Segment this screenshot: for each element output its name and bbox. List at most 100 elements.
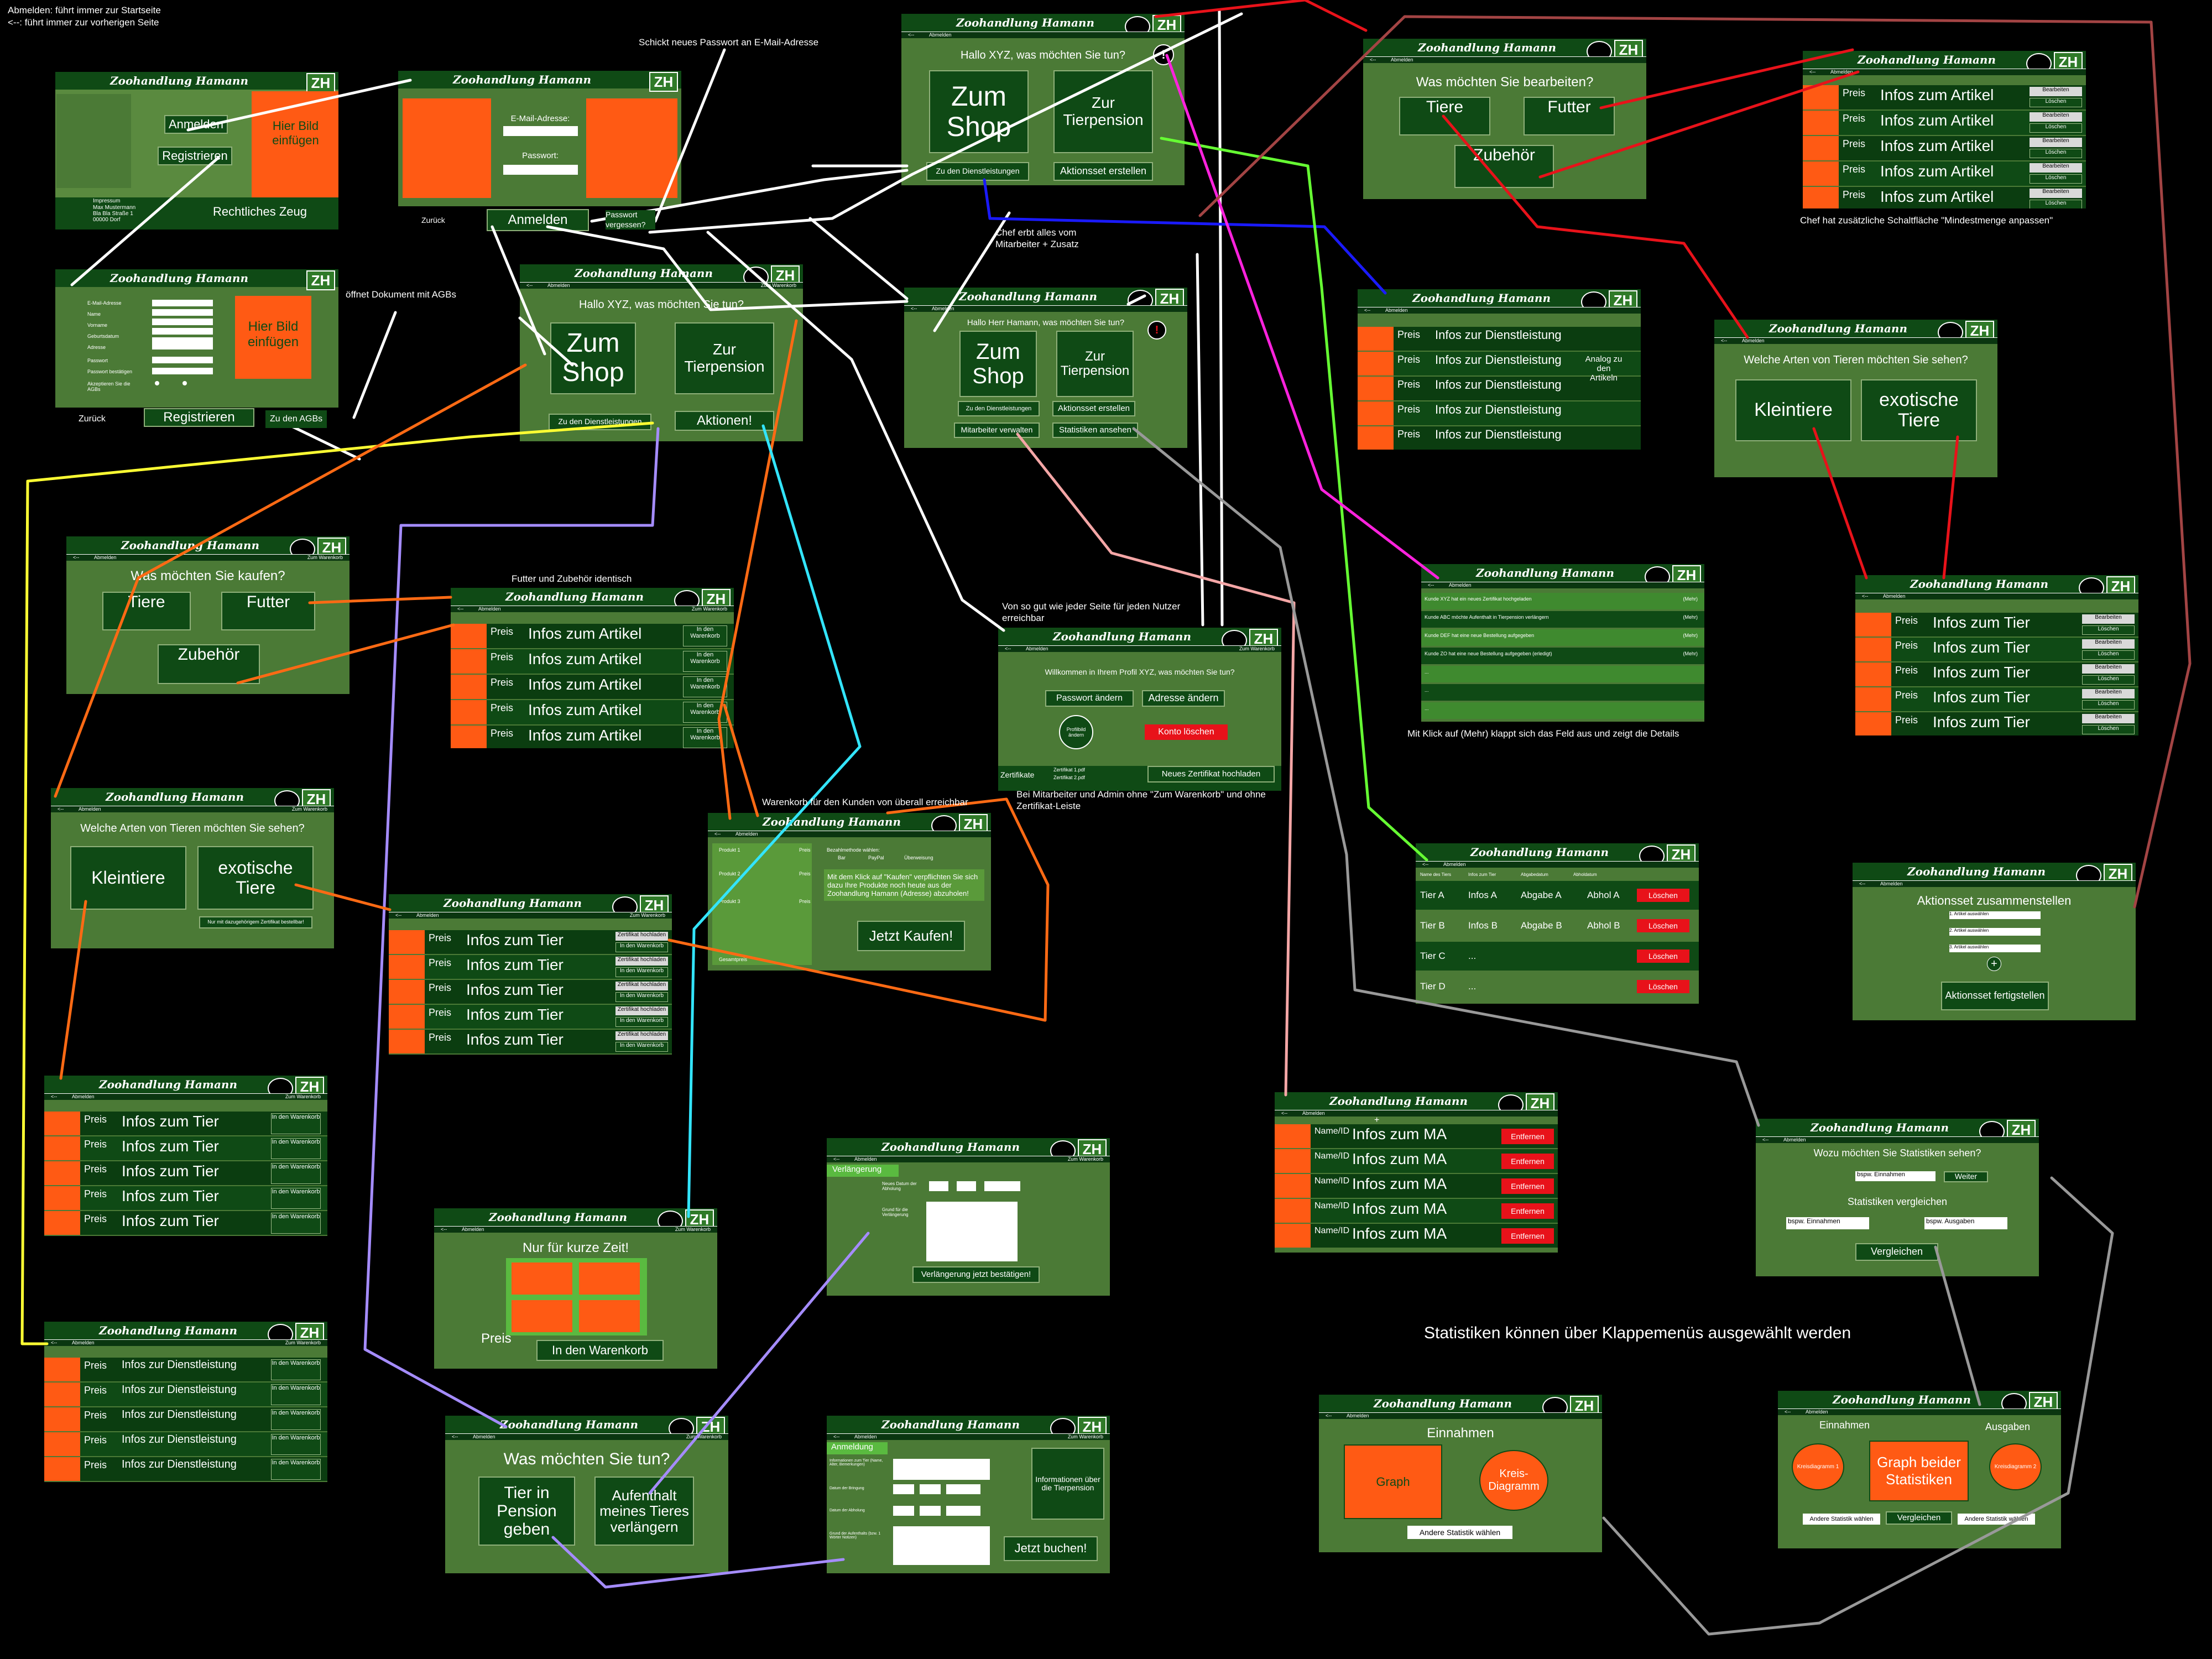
actions-button[interactable]: Aktionen! [675, 411, 774, 431]
compare-dropdown-1[interactable]: bspw. Einnahmen [1786, 1217, 1869, 1229]
date-day[interactable] [929, 1181, 948, 1191]
delete-button[interactable]: Löschen [1637, 889, 1689, 902]
nav-back[interactable]: <-- [1364, 307, 1371, 313]
nav-logout[interactable]: Abmelden [478, 606, 501, 612]
login-submit-button[interactable]: Anmelden [487, 209, 589, 231]
nav-cart[interactable]: Zum Warenkorb [307, 555, 343, 560]
shop-button[interactable]: Zum Shop [929, 70, 1029, 153]
more-link[interactable]: (Mehr) [1683, 633, 1698, 638]
shop-button[interactable]: Zum Shop [550, 322, 636, 394]
item-info[interactable]: Infos zum MA [1352, 1125, 1447, 1142]
nav-back[interactable]: <-- [833, 1434, 840, 1439]
item-info[interactable]: Infos zum MA [1352, 1150, 1447, 1167]
nav-back[interactable]: <-- [457, 606, 464, 612]
reason-input[interactable] [926, 1202, 1018, 1261]
nav-logout[interactable]: Abmelden [1443, 862, 1466, 867]
item-info[interactable]: Infos zur Dienstleistung [122, 1458, 237, 1470]
nav-logout[interactable]: Abmelden [1385, 307, 1408, 313]
end-year[interactable] [946, 1506, 980, 1516]
add-to-cart-button[interactable]: In den Warenkorb [271, 1113, 321, 1134]
item-info[interactable]: Infos zum MA [1352, 1225, 1447, 1242]
nav-logout[interactable]: Abmelden [79, 806, 101, 812]
payment-paypal[interactable]: PayPal [868, 855, 884, 860]
register-button[interactable]: Registrieren [158, 147, 232, 165]
add-to-cart-button[interactable]: In den Warenkorb [683, 651, 727, 672]
item-info[interactable]: Infos zur Dienstleistung [122, 1359, 237, 1371]
remove-staff-button[interactable]: Entfernen [1501, 1129, 1554, 1144]
compare-button[interactable]: Vergleichen [1886, 1511, 1952, 1525]
item-info[interactable]: Infos zur Dienstleistung [1435, 378, 1562, 392]
add-to-cart-button[interactable]: In den Warenkorb [683, 727, 727, 748]
nav-logout[interactable]: Abmelden [1883, 593, 1906, 599]
nav-cart[interactable]: Zum Warenkorb [629, 912, 665, 918]
nav-cart[interactable]: Zum Warenkorb [285, 1094, 321, 1099]
email-input[interactable] [152, 300, 213, 306]
more-link[interactable]: (Mehr) [1683, 651, 1698, 656]
cert-upload-button[interactable]: Zertifikat hochladen [615, 957, 668, 966]
forgot-password[interactable]: Passwort vergessen? [606, 210, 655, 229]
remove-staff-button[interactable]: Entfernen [1501, 1203, 1554, 1219]
cert-1[interactable]: Zertifikat 1.pdf [1053, 767, 1086, 773]
nav-back[interactable]: <-- [1326, 1413, 1332, 1418]
agb-link[interactable]: Zu den AGBs [265, 410, 327, 428]
change-address-button[interactable]: Adresse ändern [1142, 690, 1225, 707]
nav-logout[interactable]: Abmelden [1830, 69, 1853, 75]
nav-back[interactable]: <-- [908, 32, 915, 38]
nav-logout[interactable]: Abmelden [462, 1227, 484, 1232]
add-to-cart-button[interactable]: In den Warenkorb [271, 1434, 321, 1455]
small-animals-button[interactable]: Kleintiere [70, 846, 186, 910]
birth-input[interactable] [152, 328, 213, 335]
delete-button[interactable]: Löschen [2030, 174, 2082, 184]
agb-radio-no[interactable] [182, 381, 187, 385]
register-back[interactable]: Zurück [79, 414, 106, 424]
remove-staff-button[interactable]: Entfernen [1501, 1178, 1554, 1194]
nav-logout[interactable]: Abmelden [1806, 1409, 1828, 1415]
nav-logout[interactable]: Abmelden [473, 1434, 495, 1439]
nav-logout[interactable]: Abmelden [1449, 582, 1472, 588]
nav-cart[interactable]: Zum Warenkorb [675, 1227, 711, 1232]
add-to-cart-button[interactable]: In den Warenkorb [615, 942, 668, 952]
item-info[interactable]: Infos zur Dienstleistung [1435, 427, 1562, 441]
delete-button[interactable]: Löschen [2030, 200, 2082, 208]
item-info[interactable]: Infos zum Tier [122, 1212, 219, 1229]
edit-button[interactable]: Bearbeiten [2030, 138, 2082, 147]
edit-button[interactable]: Bearbeiten [2082, 664, 2135, 674]
add-to-cart-button[interactable]: In den Warenkorb [271, 1213, 321, 1234]
item-info[interactable]: Infos zum Tier [1933, 614, 2030, 631]
confirm-extension-button[interactable]: Verlängerung jetzt bestätigen! [912, 1266, 1040, 1283]
delete-button[interactable]: Löschen [1637, 980, 1689, 993]
delete-button[interactable]: Löschen [2082, 700, 2135, 709]
edit-button[interactable]: Bearbeiten [2030, 87, 2082, 96]
item-info[interactable]: Infos zum Artikel [528, 676, 642, 693]
set-item-2[interactable]: 2. Artikel auswählen [1949, 928, 2041, 936]
item-info[interactable]: Infos zum MA [1352, 1200, 1447, 1217]
upload-cert-button[interactable]: Neues Zertifikat hochladen [1147, 766, 1275, 782]
add-to-cart-button[interactable]: In den Warenkorb [271, 1188, 321, 1209]
item-info[interactable]: Infos zur Dienstleistung [1435, 328, 1562, 342]
login-back[interactable]: Zurück [421, 216, 445, 225]
services-button[interactable]: Zu den Dienstleistungen [926, 162, 1029, 181]
delete-button[interactable]: Löschen [1637, 950, 1689, 963]
delete-button[interactable]: Löschen [2030, 98, 2082, 107]
item-info[interactable]: Infos zum Tier [466, 981, 564, 998]
tab-extension[interactable]: Verlängerung [827, 1165, 899, 1177]
item-info[interactable]: Infos zum Tier [122, 1187, 219, 1204]
other-stat-right[interactable]: Andere Statistik wählen [1958, 1514, 2035, 1525]
nav-logout[interactable]: Abmelden [1783, 1137, 1806, 1142]
nav-back[interactable]: <-- [1721, 338, 1728, 343]
nav-back[interactable]: <-- [441, 1227, 447, 1232]
item-info[interactable]: Infos zum Tier [466, 1031, 564, 1048]
login-button[interactable]: Anmelden [164, 115, 228, 134]
nav-logout[interactable]: Abmelden [735, 831, 758, 837]
delete-button[interactable]: Löschen [2030, 149, 2082, 158]
add-to-cart-button[interactable]: In den Warenkorb [271, 1384, 321, 1405]
exotic-animals-button[interactable]: exotische Tiere [1861, 379, 1977, 441]
add-to-cart-button[interactable]: In den Warenkorb [683, 702, 727, 723]
other-stat-left[interactable]: Andere Statistik wählen [1803, 1514, 1880, 1525]
nav-cart[interactable]: Zum Warenkorb [1067, 1156, 1103, 1162]
add-to-cart-button[interactable]: In den Warenkorb [271, 1459, 321, 1480]
nav-logout[interactable]: Abmelden [547, 283, 570, 288]
payment-bar[interactable]: Bar [838, 855, 846, 860]
item-info[interactable]: Infos zum Artikel [528, 625, 642, 642]
add-to-cart-button[interactable]: In den Warenkorb [615, 1042, 668, 1052]
